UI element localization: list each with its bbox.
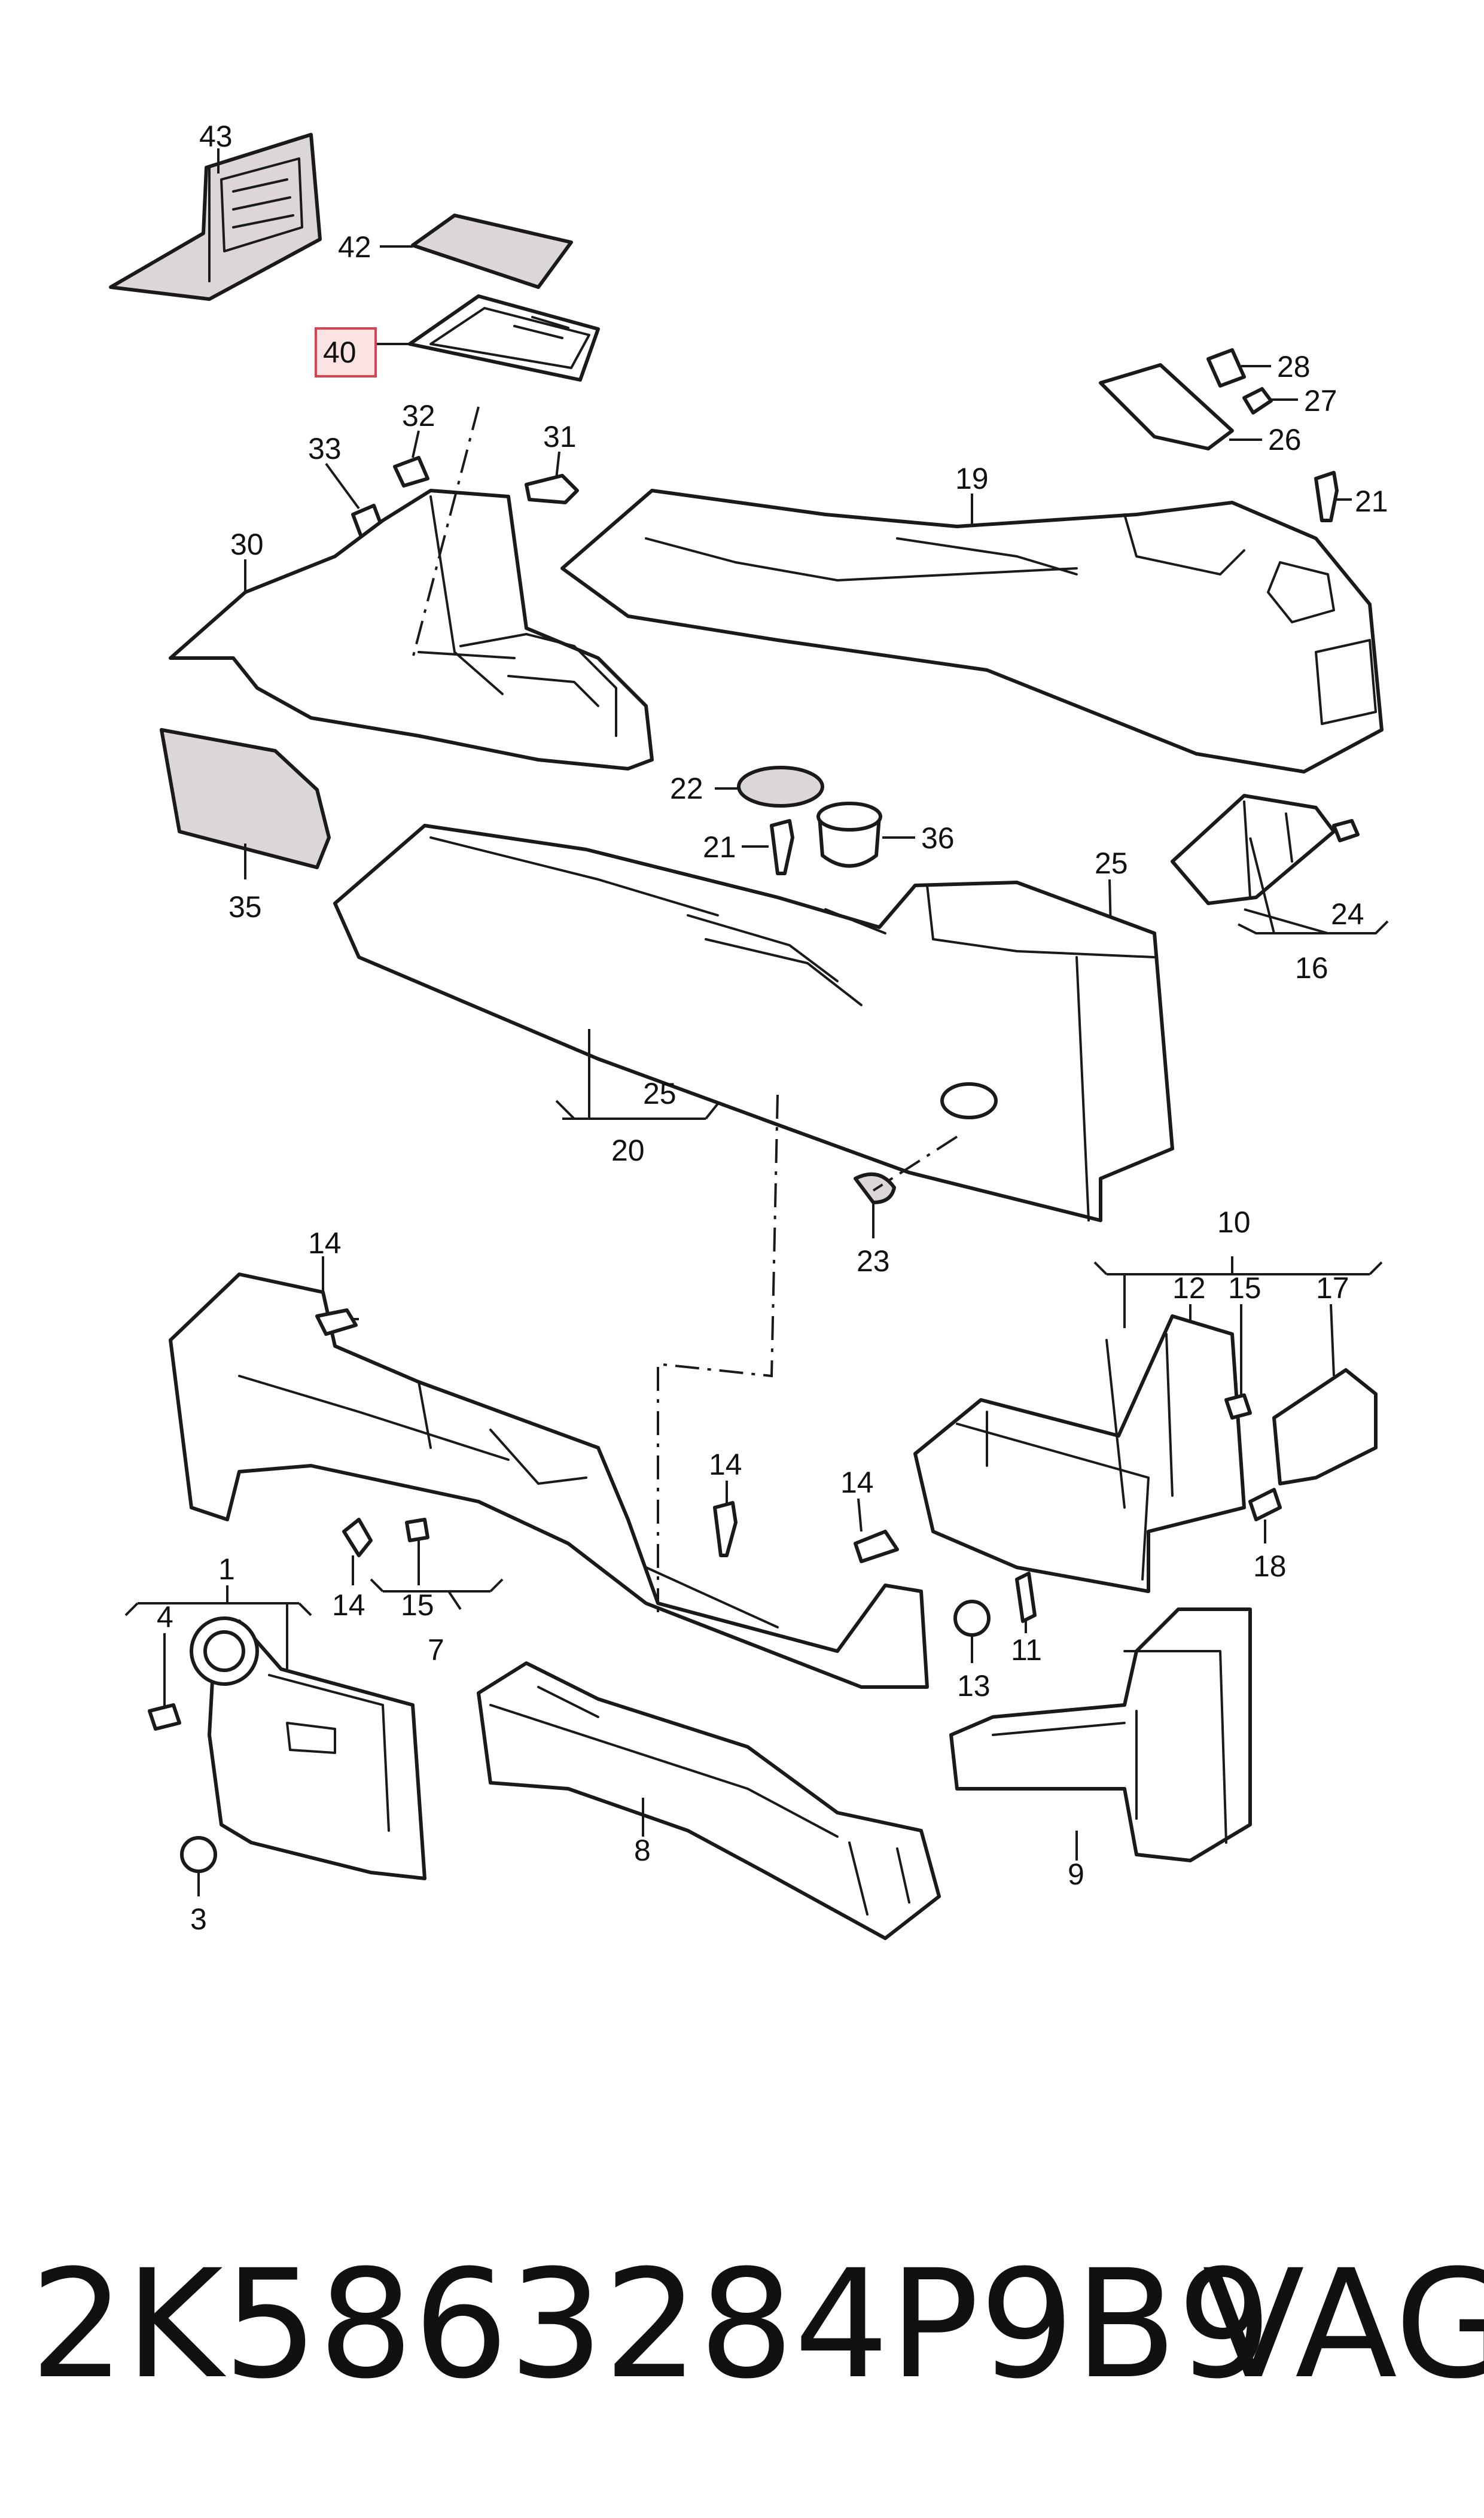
callout-32: 32	[402, 399, 435, 433]
callout-18: 18	[1253, 1549, 1287, 1583]
callout-25-mid: 25	[643, 1077, 677, 1110]
callout-33: 33	[308, 432, 342, 465]
callout-10: 10	[1217, 1205, 1251, 1239]
callout-22: 22	[670, 772, 703, 805]
callout-14-b: 14	[332, 1588, 365, 1622]
callout-21-upper: 21	[1355, 485, 1388, 518]
part-27-clip	[1242, 387, 1298, 415]
part-3-nut	[180, 1836, 217, 1896]
part-36-cup-insert	[816, 802, 915, 868]
callout-13: 13	[957, 1669, 991, 1703]
part-24-nut	[1332, 819, 1360, 842]
part-number: 2K5863284P9B9	[30, 2237, 1272, 2412]
callout-19: 19	[955, 462, 989, 495]
callout-labels: 40 43 42 32 33 31 30 35 19 28 27 26 21 2…	[157, 120, 1388, 1936]
callout-14-a: 14	[308, 1226, 342, 1260]
callout-12: 12	[1172, 1271, 1206, 1305]
brand-label: VAG	[1202, 2237, 1484, 2412]
callout-20: 20	[611, 1134, 645, 1167]
assembly-line-b	[657, 1094, 779, 1615]
part-19-center-console	[560, 489, 1384, 774]
callout-21-mid: 21	[703, 830, 736, 864]
part-13-nut	[953, 1600, 991, 1663]
callout-4: 4	[157, 1600, 173, 1634]
callout-42: 42	[338, 230, 371, 264]
part-21-screw-mid	[742, 819, 794, 875]
callout-30: 30	[230, 528, 264, 561]
callout-43: 43	[199, 120, 233, 153]
part-15-nut-a	[370, 1518, 504, 1610]
callout-31: 31	[543, 420, 577, 453]
part-16-bracket	[1171, 794, 1389, 934]
part-4-clip	[148, 1633, 181, 1731]
part-42-mat	[380, 214, 573, 289]
part-18-pin	[1248, 1488, 1282, 1543]
callout-40: 40	[323, 336, 356, 369]
callout-35: 35	[228, 890, 262, 924]
part-15-nut-b	[1224, 1304, 1252, 1420]
part-23-cap	[854, 1172, 896, 1238]
part-35-side-panel	[160, 728, 331, 879]
callout-16: 16	[1295, 951, 1328, 985]
callout-27: 27	[1304, 384, 1337, 418]
callout-14-d: 14	[840, 1466, 874, 1499]
part-26-hinge-cover	[1099, 363, 1262, 450]
part-1-side-panel	[124, 1585, 426, 1880]
callout-28: 28	[1277, 350, 1311, 383]
callout-9: 9	[1068, 1858, 1084, 1891]
assembly-line-c	[872, 1135, 958, 1192]
part-30-front-console-trim	[169, 489, 654, 771]
part-21-screw-upper	[1314, 471, 1352, 522]
callout-23: 23	[857, 1244, 890, 1278]
part-8-air-duct	[477, 1661, 941, 1940]
part-14-screw-b	[342, 1518, 373, 1585]
part-20-console-housing	[333, 824, 1174, 1222]
part-10-storage-box	[913, 1256, 1383, 1593]
callout-3: 3	[190, 1902, 207, 1936]
callout-25-right: 25	[1095, 847, 1128, 880]
callout-11: 11	[1011, 1633, 1042, 1667]
part-43-vent-bezel	[109, 133, 322, 301]
part-11-screw	[1015, 1572, 1037, 1633]
part-14-screw-d	[854, 1498, 899, 1563]
part-9-air-duct-elbow	[949, 1607, 1252, 1862]
part-32-clip	[393, 430, 429, 488]
callout-40-highlight	[315, 327, 377, 377]
part-22-cup-mat	[715, 766, 824, 808]
callout-8: 8	[634, 1834, 651, 1867]
part-14-screw-a	[315, 1308, 358, 1336]
part-28-spring	[1206, 348, 1271, 388]
part-40-storage-tray	[377, 294, 600, 382]
part-14-screw-c	[713, 1481, 738, 1557]
callout-26: 26	[1268, 423, 1302, 456]
callout-1: 1	[218, 1552, 235, 1586]
callout-36: 36	[921, 821, 955, 855]
callout-15-b: 15	[1228, 1271, 1261, 1305]
callout-7: 7	[428, 1633, 444, 1667]
part-console-frame	[169, 1256, 929, 1689]
callout-17: 17	[1316, 1271, 1349, 1305]
part-17-cover	[1272, 1304, 1378, 1485]
callout-15-a: 15	[401, 1588, 434, 1622]
part-31-screw	[525, 451, 579, 504]
callout-24: 24	[1331, 897, 1364, 931]
footer: 2K5863284P9B9 VAG	[30, 2237, 1484, 2429]
callout-14-c: 14	[709, 1448, 742, 1481]
